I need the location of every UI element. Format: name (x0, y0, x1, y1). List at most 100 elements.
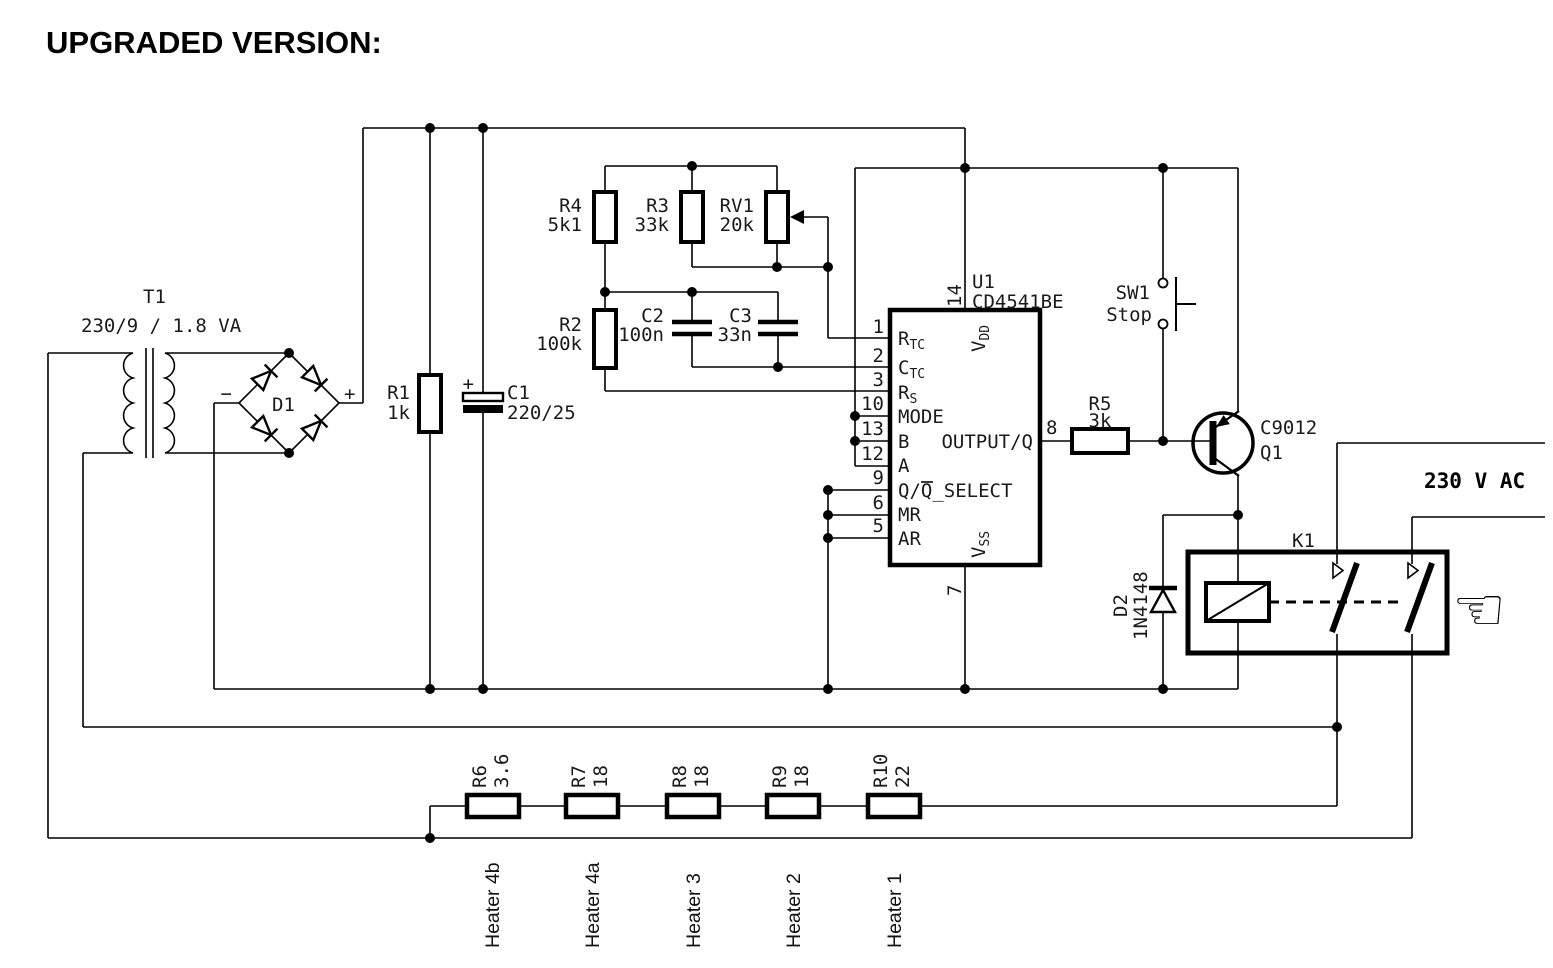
pin-num-8: 8 (1046, 417, 1057, 439)
r8-value: 18 (691, 765, 713, 788)
pin-num: 10 (861, 393, 884, 415)
heater-3-label: Heater 3 (683, 873, 705, 948)
page-title: UPGRADED VERSION: (46, 25, 382, 60)
pin-num: 12 (861, 443, 884, 465)
heater-name-labels: Heater 4b Heater 4a Heater 3 Heater 2 He… (482, 862, 906, 948)
r7-ref: R7 (568, 765, 590, 788)
resistor-r2: R2 100k (536, 308, 618, 370)
c1-ref: C1 (507, 382, 530, 404)
sw1-label: Stop (1106, 304, 1152, 326)
pin-num: 6 (873, 492, 884, 514)
pin-mode: MODE (898, 406, 944, 428)
r3-value: 33k (635, 214, 670, 236)
transformer-t1: T1 230/9 / 1.8 VA (81, 286, 242, 458)
pin-num-14: 14 (944, 284, 966, 307)
relay-contact-2 (1404, 561, 1435, 634)
c2-value: 100n (618, 324, 664, 346)
r2-value: 100k (536, 333, 582, 355)
diode-icon (249, 363, 279, 393)
mains-voltage-label: 230 V AC (1424, 469, 1525, 493)
d1-minus: − (221, 383, 232, 405)
q1-part: C9012 (1260, 417, 1317, 439)
d2-part: 1N4148 (1130, 571, 1152, 640)
resistor-r3: R3 33k (635, 190, 705, 244)
pin-mr: MR (898, 504, 921, 526)
c3-value: 33n (718, 324, 752, 346)
pin-num: 13 (861, 418, 884, 440)
t1-spec: 230/9 / 1.8 VA (81, 315, 242, 337)
contact-marker-icon (1332, 561, 1345, 580)
transistor-q1: C9012 Q1 (1191, 410, 1317, 477)
pin-output: OUTPUT/Q (941, 431, 1033, 453)
r5-value: 3k (1089, 410, 1112, 432)
t1-ref: T1 (143, 286, 166, 308)
pointing-hand-icon: ☜ (1452, 575, 1506, 645)
resistor-r1: R1 1k (387, 373, 443, 434)
pushbutton-sw1: SW1 Stop (1106, 277, 1196, 331)
diode-icon (249, 413, 279, 443)
pin-rs: RS (898, 382, 917, 407)
r1-value: 1k (387, 402, 410, 424)
rv1-ref: RV1 (720, 195, 754, 217)
pin-ctc: CTC (898, 357, 925, 382)
contact-marker-icon (1407, 561, 1420, 580)
d1-ref: D1 (272, 394, 295, 416)
relay-k1: K1 (1185, 530, 1450, 656)
capacitor-c1: + C1 220/25 (461, 373, 576, 424)
capacitor-c3: C3 33n (718, 305, 798, 346)
pin-vdd: VDD (968, 325, 993, 352)
heater-1-label: Heater 1 (884, 873, 906, 948)
r7-value: 18 (590, 765, 612, 788)
r10-ref: R10 (870, 754, 892, 788)
heater-2-label: Heater 2 (783, 873, 805, 948)
pin-num-7: 7 (944, 585, 966, 596)
pin-num: 5 (873, 515, 884, 537)
wiper-arrow-icon (790, 210, 804, 224)
resistor-r4: R4 5k1 (548, 190, 618, 244)
q1-ref: Q1 (1260, 442, 1283, 464)
r4-value: 5k1 (548, 214, 582, 236)
diode-icon (299, 363, 329, 393)
c1-value: 220/25 (507, 402, 576, 424)
potentiometer-rv1: RV1 20k (720, 190, 804, 244)
relay-contact-1 (1329, 561, 1360, 634)
k1-ref: K1 (1292, 530, 1315, 552)
pin-b: B (898, 431, 909, 453)
r1-ref: R1 (387, 382, 410, 404)
r9-value: 18 (791, 765, 813, 788)
rv1-value: 20k (720, 214, 755, 236)
c1-polarity: + (463, 373, 474, 395)
r5-ref: R5 (1089, 393, 1112, 415)
d1-plus: + (344, 383, 355, 405)
c2-ref: C2 (641, 305, 664, 327)
pnp-arrow-icon (1216, 415, 1230, 427)
r6-ref: R6 (469, 765, 491, 788)
pin-num: 9 (873, 467, 884, 489)
pin-ar: AR (898, 528, 921, 550)
capacitor-c2: C2 100n (618, 305, 712, 346)
r2-ref: R2 (559, 314, 582, 336)
pin-num: 2 (873, 345, 884, 367)
pin-num: 1 (873, 316, 884, 338)
r6-value: 3.6 (491, 754, 513, 788)
diode-d2: D2 1N4148 (1110, 571, 1178, 640)
heater-resistor-chain: R6 3.6 R7 18 R8 18 R9 18 R10 22 (464, 754, 923, 820)
pin-a: A (898, 455, 910, 477)
pin-num: 3 (873, 369, 884, 391)
pin-q-select: Q/Q_SELECT (898, 480, 1012, 502)
resistor-r5: R5 3k (1070, 393, 1130, 455)
r8-ref: R8 (669, 765, 691, 788)
r3-ref: R3 (646, 195, 669, 217)
heater-4a-label: Heater 4a (582, 862, 604, 948)
ic-u1: U1 CD4541BE RTC CTC RS MODE B A Q/Q_SELE… (861, 271, 1063, 596)
r10-value: 22 (892, 765, 914, 788)
u1-part: CD4541BE (972, 291, 1064, 313)
wires (47, 123, 1545, 843)
r9-ref: R9 (769, 765, 791, 788)
c3-ref: C3 (729, 305, 752, 327)
r4-ref: R4 (559, 195, 582, 217)
diode-icon (299, 413, 329, 443)
u1-ref: U1 (972, 271, 995, 293)
